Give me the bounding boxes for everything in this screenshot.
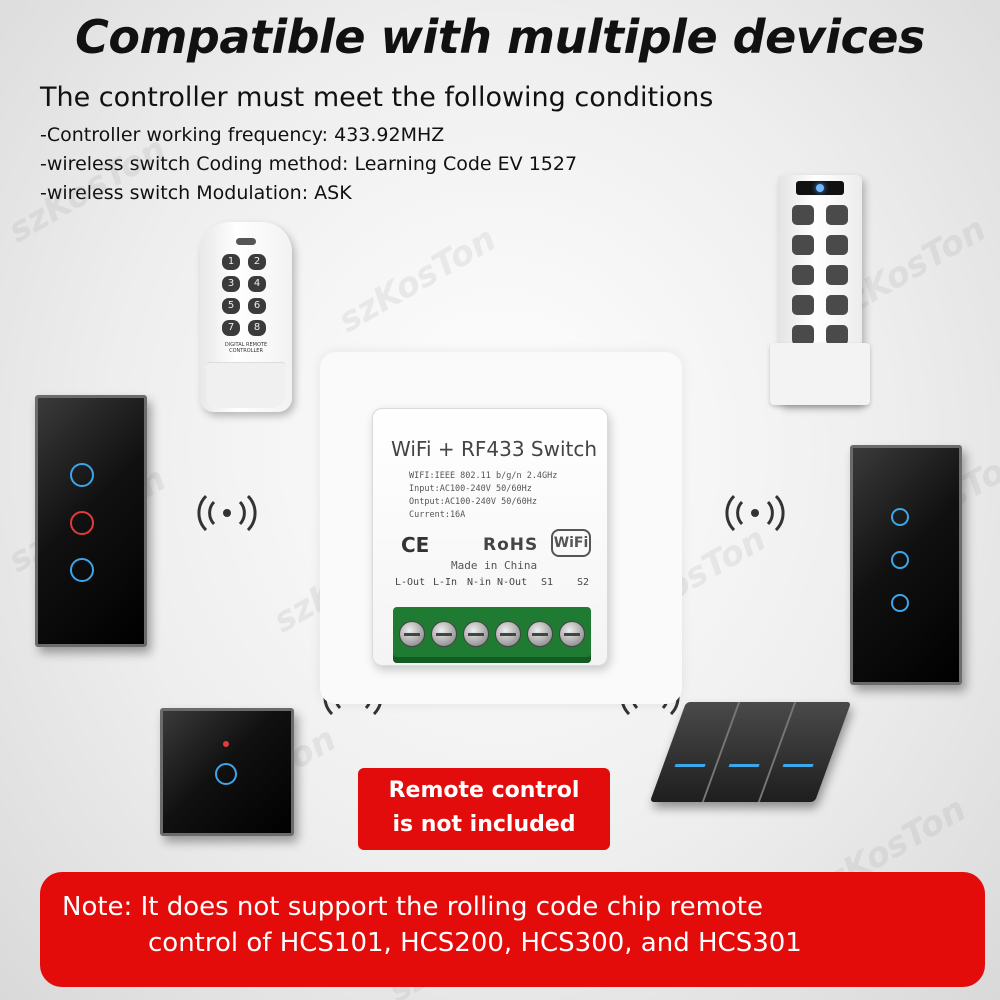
condition-coding-method: -wireless switch Coding method: Learning… bbox=[40, 153, 578, 175]
module-spec-output: Ontput:AC100-240V 50/60Hz bbox=[409, 497, 537, 507]
remote-key: 5 bbox=[222, 298, 240, 314]
remote-key bbox=[826, 325, 848, 345]
remote-caption: DIGITAL REMOTE CONTROLLER bbox=[224, 342, 268, 354]
subhead: The controller must meet the following c… bbox=[40, 82, 714, 113]
screw-icon bbox=[495, 621, 521, 647]
wireless-signal-icon bbox=[725, 494, 785, 532]
note-line-1: Note: It does not support the rolling co… bbox=[62, 892, 763, 922]
remote-key bbox=[826, 235, 848, 255]
rocker-indicator-icon bbox=[674, 764, 706, 767]
remote-key: 7 bbox=[222, 320, 240, 336]
callout-line-1: Remote control bbox=[388, 778, 580, 803]
remote-led-icon bbox=[236, 238, 256, 245]
remote-led-panel bbox=[796, 181, 844, 195]
touch-panel-1-gang bbox=[160, 708, 294, 836]
led-icon bbox=[816, 184, 824, 192]
remote-key bbox=[792, 295, 814, 315]
terminal-label: L-In bbox=[433, 577, 458, 588]
note-line-2: control of HCS101, HCS200, HCS300, and H… bbox=[148, 928, 802, 958]
terminal-label: N-in bbox=[467, 577, 492, 588]
wifi-logo-icon: WiFi bbox=[551, 529, 591, 557]
rf-remote-8-button: 1 2 3 4 5 6 7 8 DIGITAL REMOTE CONTROLLE… bbox=[200, 222, 292, 412]
terminal-block bbox=[393, 607, 591, 663]
touch-panel-3-gang-right bbox=[850, 445, 962, 685]
remote-key: 4 bbox=[248, 276, 266, 292]
rocker-indicator-icon bbox=[782, 764, 814, 767]
remote-key bbox=[826, 295, 848, 315]
rf-remote-10-button bbox=[770, 175, 870, 405]
remote-key bbox=[792, 325, 814, 345]
remote-key: 8 bbox=[248, 320, 266, 336]
module-spec-current: Current:16A bbox=[409, 510, 466, 520]
remote-key bbox=[792, 205, 814, 225]
ce-mark-icon: CE bbox=[401, 533, 430, 557]
remote-key: 3 bbox=[222, 276, 240, 292]
watermark: szKosTon bbox=[331, 219, 503, 341]
remote-key: 2 bbox=[248, 254, 266, 270]
remote-key bbox=[792, 235, 814, 255]
remote-key bbox=[792, 265, 814, 285]
screw-icon bbox=[399, 621, 425, 647]
remote-key bbox=[826, 205, 848, 225]
module-title: WiFi + RF433 Switch bbox=[391, 437, 598, 461]
made-in-label: Made in China bbox=[451, 559, 538, 572]
screw-icon bbox=[527, 621, 553, 647]
touch-button-blue-icon bbox=[70, 558, 94, 582]
touch-button-blue-icon bbox=[891, 594, 909, 612]
wireless-signal-icon bbox=[197, 494, 257, 532]
touch-button-blue-icon bbox=[70, 463, 94, 487]
module-spec-wifi: WIFI:IEEE 802.11 b/g/n 2.4GHz bbox=[409, 471, 558, 481]
terminal-label: S2 bbox=[577, 577, 590, 588]
headline: Compatible with multiple devices bbox=[75, 10, 925, 64]
touch-panel-3-gang-left bbox=[35, 395, 147, 647]
remote-key: 1 bbox=[222, 254, 240, 270]
rocker-divider bbox=[701, 702, 741, 802]
screw-icon bbox=[463, 621, 489, 647]
touch-button-blue-icon bbox=[215, 763, 237, 785]
terminal-label: S1 bbox=[541, 577, 554, 588]
remote-not-included-callout: Remote control is not included bbox=[358, 768, 610, 850]
callout-line-2: is not included bbox=[392, 812, 576, 837]
remote-key: 6 bbox=[248, 298, 266, 314]
touch-button-blue-icon bbox=[891, 551, 909, 569]
rocker-divider bbox=[757, 702, 797, 802]
condition-frequency: -Controller working frequency: 433.92MHZ bbox=[40, 124, 445, 146]
remote-holder bbox=[206, 362, 286, 408]
remote-holder bbox=[770, 343, 870, 405]
touch-button-red-icon bbox=[70, 511, 94, 535]
rohs-mark: RoHS bbox=[483, 535, 539, 555]
wifi-rf433-switch-module: WiFi + RF433 Switch WIFI:IEEE 802.11 b/g… bbox=[372, 408, 608, 666]
touch-button-blue-icon bbox=[891, 508, 909, 526]
remote-key bbox=[826, 265, 848, 285]
rocker-indicator-icon bbox=[728, 764, 760, 767]
module-spec-input: Input:AC100-240V 50/60Hz bbox=[409, 484, 532, 494]
note-banner: Note: It does not support the rolling co… bbox=[40, 872, 985, 987]
condition-modulation: -wireless switch Modulation: ASK bbox=[40, 182, 352, 204]
screw-icon bbox=[431, 621, 457, 647]
terminal-label: L-Out bbox=[395, 577, 426, 588]
screw-icon bbox=[559, 621, 585, 647]
terminal-label: N-Out bbox=[497, 577, 528, 588]
indicator-dot-icon bbox=[223, 741, 229, 747]
